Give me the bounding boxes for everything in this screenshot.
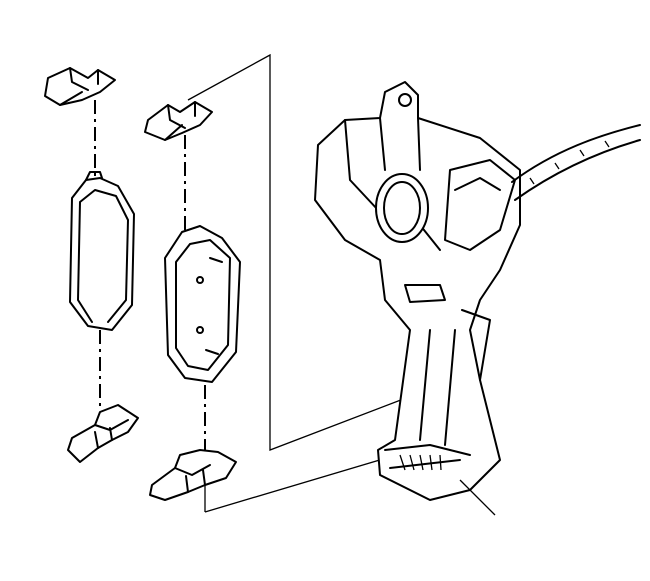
- upper-clip-inner: [144, 101, 213, 141]
- brake-caliper: [314, 81, 521, 501]
- lower-clip-outer: [67, 404, 139, 463]
- upper-clip-outer: [44, 67, 116, 106]
- brake-hose: [511, 124, 641, 201]
- pad-hole: [196, 276, 204, 284]
- slide-pin: [404, 284, 446, 303]
- pointer-line: [459, 479, 496, 516]
- pad-hole: [196, 326, 204, 334]
- outer-brake-pad: [69, 171, 135, 331]
- bleeder-hole: [398, 93, 412, 107]
- lower-clip-inner: [149, 449, 237, 501]
- leader-line-upper: [187, 53, 441, 451]
- inner-brake-pad: [164, 225, 241, 383]
